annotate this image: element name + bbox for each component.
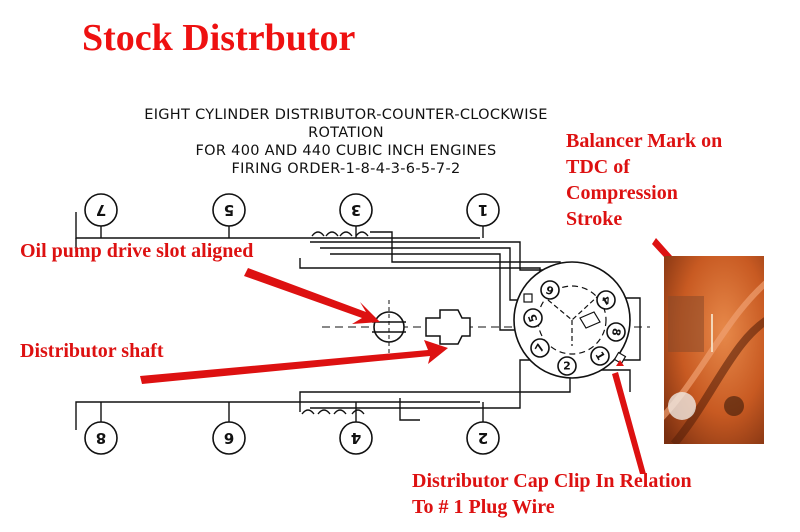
cylinder-top-3: 3	[339, 193, 373, 227]
clip-annotation: Distributor Cap Clip In Relation To # 1 …	[412, 468, 692, 520]
balancer-photo-art	[664, 256, 764, 444]
shaft-arrow	[140, 340, 448, 384]
cap-terminal-4: 4	[596, 290, 616, 310]
cap-terminal-group: 6 4 5 8 7 1 2	[523, 280, 626, 376]
header-line-2: ROTATION	[308, 125, 384, 141]
oil-pump-annotation: Oil pump drive slot aligned	[20, 240, 254, 262]
cylinder-bottom-8: 8	[84, 421, 118, 455]
balancer-line-3: Compression	[566, 182, 678, 204]
balancer-photo	[664, 256, 764, 444]
balancer-line-1: Balancer Mark on	[566, 130, 723, 152]
cylinder-bottom-6: 6	[212, 421, 246, 455]
cap-clip-arrow	[612, 360, 646, 474]
diagram-header: EIGHT CYLINDER DISTRIBUTOR-COUNTER-CLOCK…	[100, 106, 592, 178]
cylinder-top-1-label: 1	[478, 201, 488, 219]
oil-pump-arrow	[244, 268, 380, 324]
cap-terminal-1: 1	[590, 346, 610, 366]
cylinder-bottom-6-label: 6	[224, 429, 234, 447]
cylinder-top-5: 5	[212, 193, 246, 227]
shaft-annotation: Distributor shaft	[20, 340, 164, 362]
header-line-1: EIGHT CYLINDER DISTRIBUTOR-COUNTER-CLOCK…	[144, 107, 548, 123]
cylinder-bottom-4: 4	[339, 421, 373, 455]
cylinder-top-1: 1	[466, 193, 500, 227]
cylinder-top-5-label: 5	[224, 201, 234, 219]
header-line-4: FIRING ORDER-1-8-4-3-6-5-7-2	[231, 161, 461, 177]
cylinder-bottom-2-label: 2	[478, 429, 488, 447]
clip-line-1: Distributor Cap Clip In Relation	[412, 470, 692, 492]
balancer-line-4: Stroke	[566, 208, 623, 230]
cap-terminal-8-label: 8	[609, 327, 623, 337]
balancer-line-2: TDC of	[566, 156, 630, 178]
cap-terminal-6: 6	[540, 280, 560, 300]
cylinder-top-3-label: 3	[351, 201, 361, 219]
cap-terminal-2-label: 2	[563, 360, 571, 373]
cap-terminal-8: 8	[606, 322, 626, 342]
cylinder-top-7-label: 7	[96, 201, 106, 219]
cap-terminal-7: 7	[530, 338, 550, 358]
cap-terminal-6-label: 6	[544, 282, 556, 297]
cap-terminal-5-label: 5	[526, 312, 541, 324]
cylinder-bottom-4-label: 4	[351, 429, 361, 447]
bottom-cylinder-row: 8 6 4 2	[84, 421, 500, 455]
cap-terminal-5: 5	[523, 308, 543, 328]
oil-pump-slot	[372, 300, 406, 354]
clip-line-2: To # 1 Plug Wire	[412, 496, 555, 518]
distributor-shaft-drawing	[425, 309, 471, 345]
top-cylinder-row: 7 5 3 1	[84, 193, 500, 227]
cap-terminal-2: 2	[557, 356, 577, 376]
cylinder-bottom-2: 2	[466, 421, 500, 455]
page-title: Stock Distrbutor	[82, 17, 356, 59]
cylinder-top-7: 7	[84, 193, 118, 227]
cylinder-bottom-8-label: 8	[96, 429, 106, 447]
header-line-3: FOR 400 AND 440 CUBIC INCH ENGINES	[195, 143, 497, 159]
balancer-annotation: Balancer Mark on TDC of Compression Stro…	[566, 128, 722, 232]
